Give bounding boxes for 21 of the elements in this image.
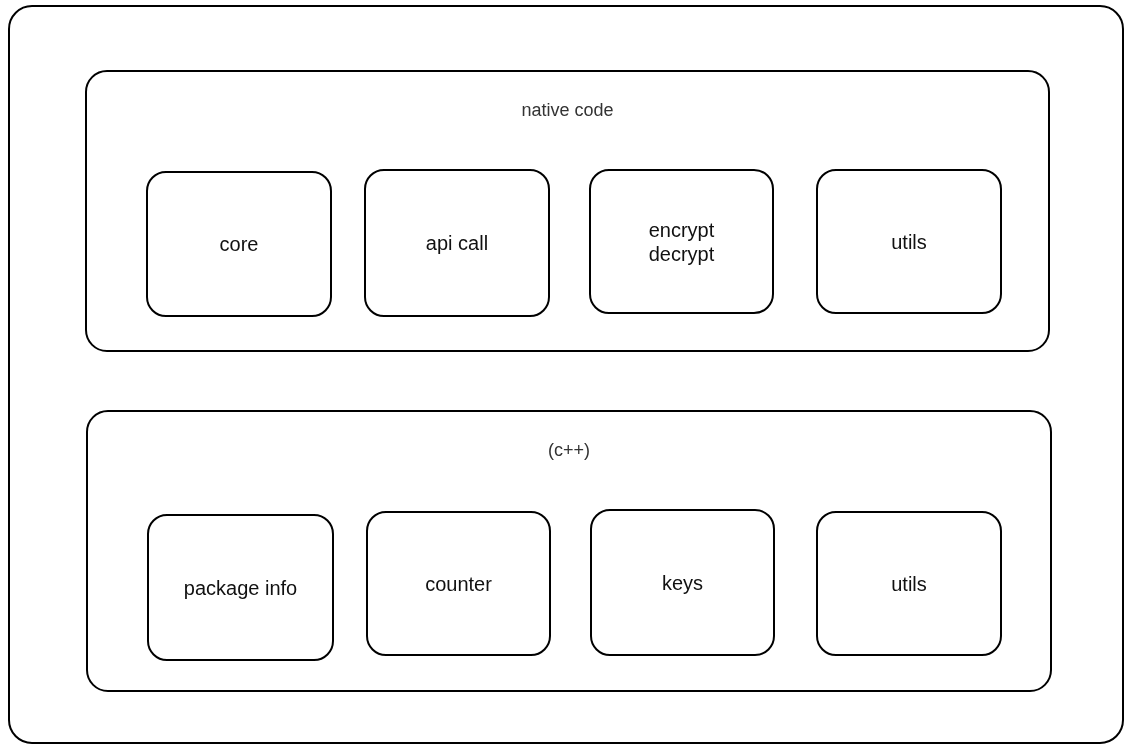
module-label: package info (182, 575, 299, 600)
module-label: core (218, 232, 260, 256)
module-box (589, 169, 774, 314)
group-title: (c++) (547, 440, 591, 461)
module-label: utils (890, 229, 928, 254)
group-title: native code (520, 100, 615, 121)
module-box (590, 509, 775, 656)
module-box (364, 169, 550, 317)
module-label: counter (424, 571, 493, 596)
group-box (85, 70, 1050, 352)
group-box (86, 410, 1052, 692)
module-box (366, 511, 551, 656)
container-box (8, 5, 1124, 744)
module-label: utils (890, 571, 928, 596)
module-label: encrypt decrypt (647, 217, 716, 266)
module-label: keys (660, 570, 705, 595)
module-box (816, 511, 1002, 656)
module-box (146, 171, 332, 317)
module-box (147, 514, 334, 661)
module-label: api call (424, 231, 490, 255)
module-box (816, 169, 1002, 314)
